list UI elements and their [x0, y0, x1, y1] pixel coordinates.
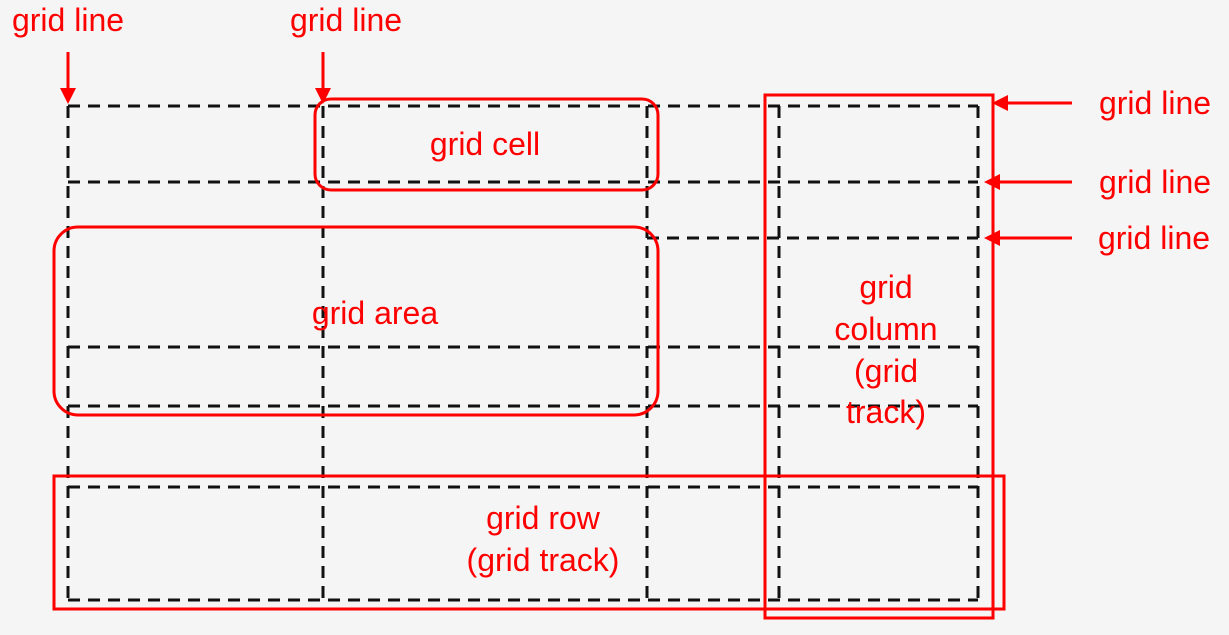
label-grid-line-top-left: grid line	[12, 2, 124, 38]
label-grid-area: grid area	[312, 295, 439, 331]
label-grid-row-line: (grid track)	[467, 542, 620, 578]
label-grid-column-line: column	[834, 311, 937, 347]
label-grid-row-line: grid row	[486, 500, 601, 536]
label-grid-column-line: (grid	[854, 353, 918, 389]
arrow-left-icon	[984, 230, 1000, 246]
label-grid-line-right-2: grid line	[1099, 164, 1211, 200]
grid-area-highlight	[52, 225, 660, 417]
label-grid-column-line: grid	[859, 269, 912, 305]
label-grid-cell: grid cell	[430, 126, 540, 162]
label-grid-column-line: track)	[846, 394, 926, 430]
annotation-boxes	[52, 93, 1006, 620]
arrow-left-icon	[992, 95, 1008, 111]
annotation-labels: grid line grid line grid line grid line …	[12, 2, 1211, 578]
grid-cell-highlight	[313, 97, 660, 192]
label-grid-line-right-3: grid line	[1098, 220, 1210, 256]
arrow-down-icon	[315, 88, 331, 104]
grid-row-highlight	[52, 474, 1006, 611]
label-grid-line-top-mid: grid line	[290, 2, 402, 38]
label-grid-line-right-1: grid line	[1099, 85, 1211, 121]
arrow-down-icon	[60, 88, 76, 104]
annotation-arrows	[60, 52, 1072, 246]
arrow-left-icon	[984, 174, 1000, 190]
grid-column-highlight	[763, 93, 995, 620]
